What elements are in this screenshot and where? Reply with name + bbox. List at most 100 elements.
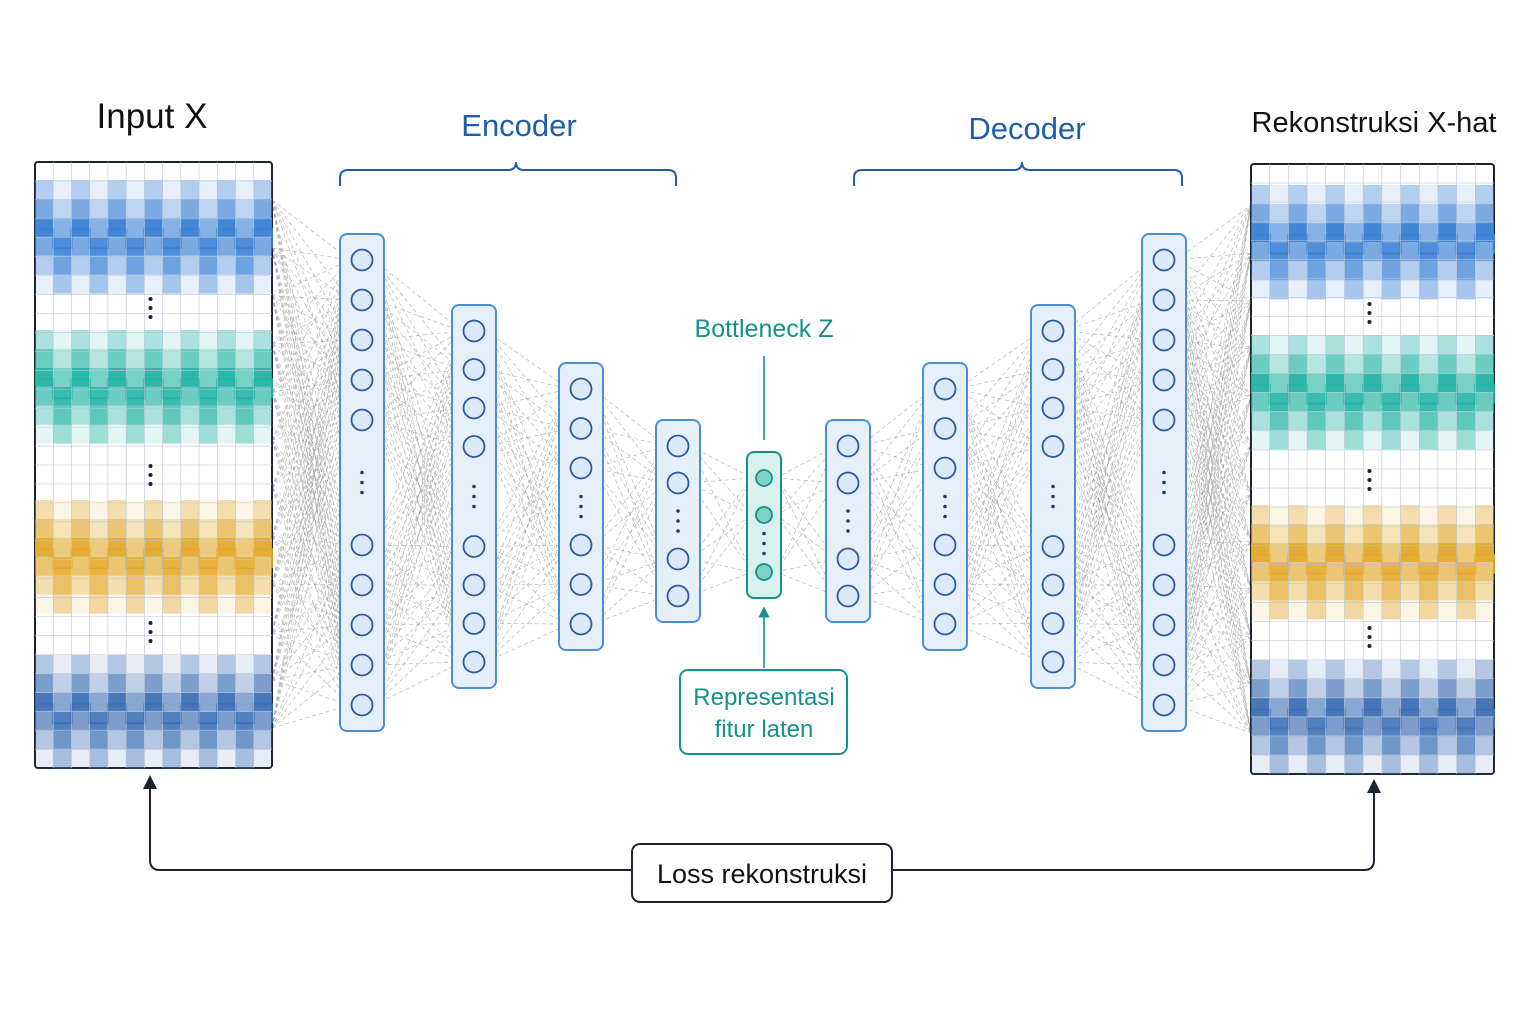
connection-line	[1175, 664, 1252, 686]
connection-line	[373, 544, 463, 547]
output-band-cell	[1344, 335, 1364, 355]
input-band-cell	[235, 236, 254, 256]
input-band-cell	[89, 424, 108, 444]
connection-line	[485, 584, 570, 663]
output-band-cell	[1288, 242, 1308, 262]
neuron-node	[1152, 328, 1176, 352]
decoder-title: Decoder	[968, 111, 1085, 146]
connection-line	[271, 544, 351, 633]
connection-line	[271, 391, 351, 546]
layer-ellipsis-dot	[676, 509, 680, 513]
input-band-cell	[162, 348, 181, 368]
input-band-cell	[180, 730, 200, 750]
input-band-cell	[107, 594, 127, 614]
output-band-cell	[1363, 698, 1382, 718]
connection-line	[485, 369, 570, 546]
connection-line	[271, 199, 351, 381]
connection-line	[271, 379, 351, 489]
connection-line	[271, 664, 351, 681]
output-band-cell	[1344, 411, 1364, 431]
connection-line	[956, 544, 1042, 663]
connection-line	[485, 467, 570, 663]
connection-line	[859, 482, 934, 625]
connection-line	[1175, 584, 1252, 638]
connection-line	[956, 467, 1042, 624]
output-band-cell	[1363, 185, 1382, 205]
input-band-cell	[180, 692, 200, 712]
output-band-cell	[1437, 543, 1457, 563]
input-band-cell	[217, 594, 236, 614]
output-band-cell	[1456, 411, 1476, 431]
input-band-cell	[126, 692, 145, 712]
connection-line	[1064, 299, 1153, 332]
input-band-cell	[180, 348, 200, 368]
connection-line	[271, 299, 351, 489]
connection-line	[271, 259, 351, 681]
connection-line	[1175, 300, 1252, 706]
input-band-cell	[199, 386, 218, 406]
input-band-cell	[35, 575, 54, 595]
output-band-cell	[1475, 223, 1494, 243]
output-band-cell	[1475, 562, 1494, 582]
input-band-cell	[144, 236, 163, 256]
output-band-cell	[1437, 505, 1457, 525]
input-band-cell	[53, 424, 72, 444]
input-band-cell	[162, 692, 181, 712]
output-band-cell	[1307, 280, 1326, 300]
connection-line	[956, 388, 1042, 624]
connection-line	[373, 339, 463, 447]
connection-line	[1064, 584, 1153, 624]
connection-line	[271, 247, 351, 421]
connection-line	[1175, 348, 1252, 706]
input-ellipsis-dot	[148, 473, 153, 477]
connection-line	[1175, 540, 1252, 546]
connection-line	[271, 299, 351, 633]
connection-line	[1175, 636, 1252, 706]
neuron-node	[350, 368, 374, 392]
latent-node	[755, 469, 773, 487]
connection-line	[485, 330, 570, 469]
connection-line	[956, 369, 1042, 625]
output-band-cell	[1363, 430, 1382, 450]
connection-line	[271, 544, 351, 729]
output-band-cell	[1325, 223, 1345, 243]
connection-line	[271, 544, 351, 681]
connection-line	[1175, 252, 1252, 381]
output-band-cell	[1269, 223, 1289, 243]
input-band-cell	[71, 655, 90, 674]
connection-line	[271, 299, 351, 729]
input-band-cell	[35, 655, 54, 674]
input-band-cell	[89, 673, 108, 693]
output-band-cell	[1475, 335, 1494, 355]
input-band-cell	[126, 274, 145, 294]
output-band-cell	[1344, 261, 1364, 281]
output-band-cell	[1269, 717, 1289, 737]
input-band-cell	[217, 198, 236, 218]
connection-line	[592, 595, 667, 625]
output-band-cell	[1400, 600, 1420, 620]
output-band-cell	[1456, 204, 1476, 224]
connection-line	[956, 446, 1042, 585]
connection-line	[1175, 624, 1252, 686]
input-band-cell	[162, 500, 181, 519]
input-band-cell	[126, 330, 145, 349]
input-band-cell	[199, 348, 218, 368]
output-band-cell	[1419, 524, 1438, 544]
input-band-cell	[253, 367, 272, 387]
input-ellipsis-dot	[148, 464, 153, 468]
connection-line	[373, 624, 463, 663]
output-band-cell	[1419, 679, 1438, 699]
output-band-cell	[1307, 411, 1326, 431]
input-band-cell	[253, 556, 272, 576]
connection-line	[1064, 446, 1153, 546]
output-band-cell	[1269, 679, 1289, 699]
connection-line	[956, 330, 1042, 390]
output-band-cell	[1419, 373, 1438, 393]
connection-line	[956, 584, 1042, 663]
input-band-cell	[53, 556, 72, 576]
connection-line	[1064, 379, 1153, 586]
input-band-cell	[144, 198, 163, 218]
connection-line	[485, 407, 570, 546]
connection-line	[1175, 204, 1252, 666]
input-band-cell	[180, 711, 200, 731]
